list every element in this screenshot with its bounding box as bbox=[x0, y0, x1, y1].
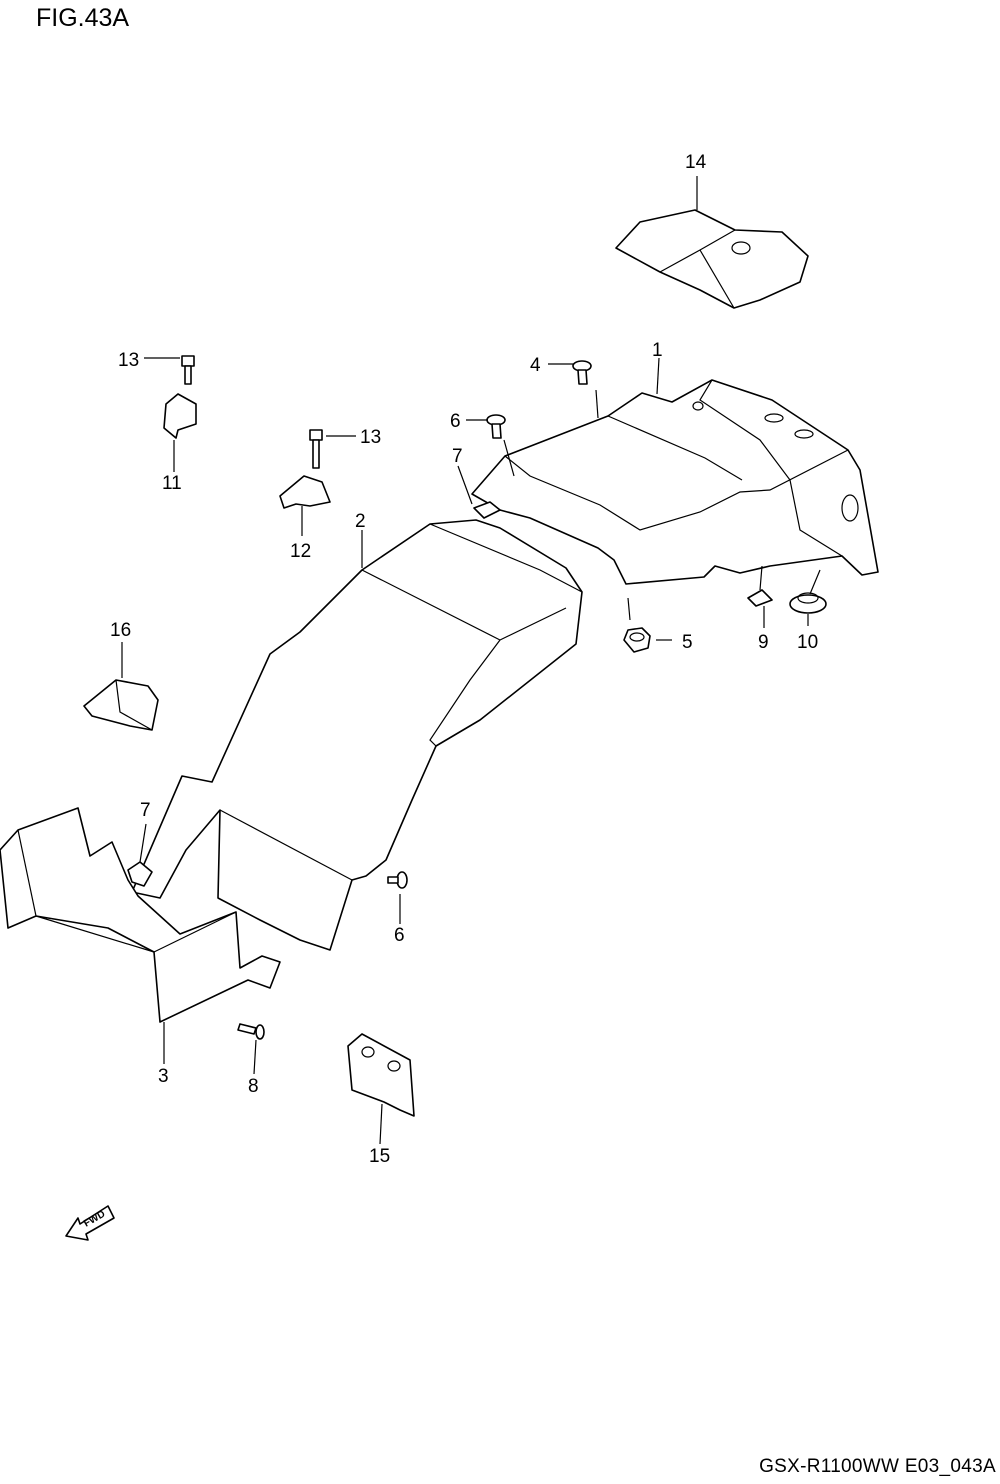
bolt-right-part bbox=[309, 429, 323, 469]
clip-top-part bbox=[473, 501, 501, 519]
callout-cushion: 9 bbox=[758, 632, 769, 653]
figure-code: GSX-R1100WW E03_043A bbox=[759, 1456, 996, 1477]
grommet-part bbox=[789, 592, 827, 614]
callout-bracket-right: 12 bbox=[290, 541, 311, 562]
bolt-left-part bbox=[181, 355, 195, 385]
callout-screw: 4 bbox=[530, 355, 541, 376]
callout-rear-fender: 1 bbox=[652, 340, 663, 361]
callout-mudguard: 3 bbox=[158, 1066, 169, 1087]
figure-title: FIG.43A bbox=[36, 4, 130, 32]
cushion-part bbox=[747, 589, 773, 607]
screw-top-part bbox=[486, 414, 506, 439]
callout-screw-top: 6 bbox=[450, 411, 461, 432]
tool-bag-part bbox=[615, 209, 809, 309]
callout-cover: 16 bbox=[110, 620, 131, 641]
callout-clip-side: 7 bbox=[140, 800, 151, 821]
callout-bracket-left: 11 bbox=[162, 473, 182, 494]
callout-labels: 14 1 4 6 7 5 9 10 2 13 11 13 12 16 7 6 3… bbox=[110, 152, 818, 1167]
callout-grommet: 10 bbox=[797, 632, 818, 653]
callout-tool-bag: 14 bbox=[685, 152, 707, 173]
callout-bolt-left: 13 bbox=[118, 350, 139, 371]
callout-bolt: 8 bbox=[248, 1076, 259, 1097]
bolt-part bbox=[237, 1023, 265, 1040]
mudguard-part bbox=[0, 807, 281, 1023]
rear-fender-front-part bbox=[131, 519, 583, 951]
bracket-right-part bbox=[279, 475, 331, 509]
fwd-arrow-icon: FWD bbox=[65, 1205, 115, 1241]
callout-plate: 15 bbox=[369, 1146, 390, 1167]
screw-part bbox=[572, 360, 592, 385]
callout-screw-side: 6 bbox=[394, 925, 405, 946]
rear-fender-part bbox=[471, 379, 879, 585]
cover-part bbox=[83, 679, 159, 731]
screw-side-part bbox=[387, 871, 408, 889]
callout-rear-fender-front: 2 bbox=[355, 511, 366, 532]
callout-clip-top: 7 bbox=[452, 446, 463, 467]
clip-side-part bbox=[127, 861, 153, 887]
nut-part bbox=[623, 627, 651, 653]
plate-part bbox=[347, 1033, 415, 1117]
callout-nut: 5 bbox=[682, 632, 693, 653]
callout-bolt-right: 13 bbox=[360, 427, 381, 448]
leader-lines bbox=[121, 176, 821, 1145]
bracket-left-part bbox=[163, 393, 197, 439]
